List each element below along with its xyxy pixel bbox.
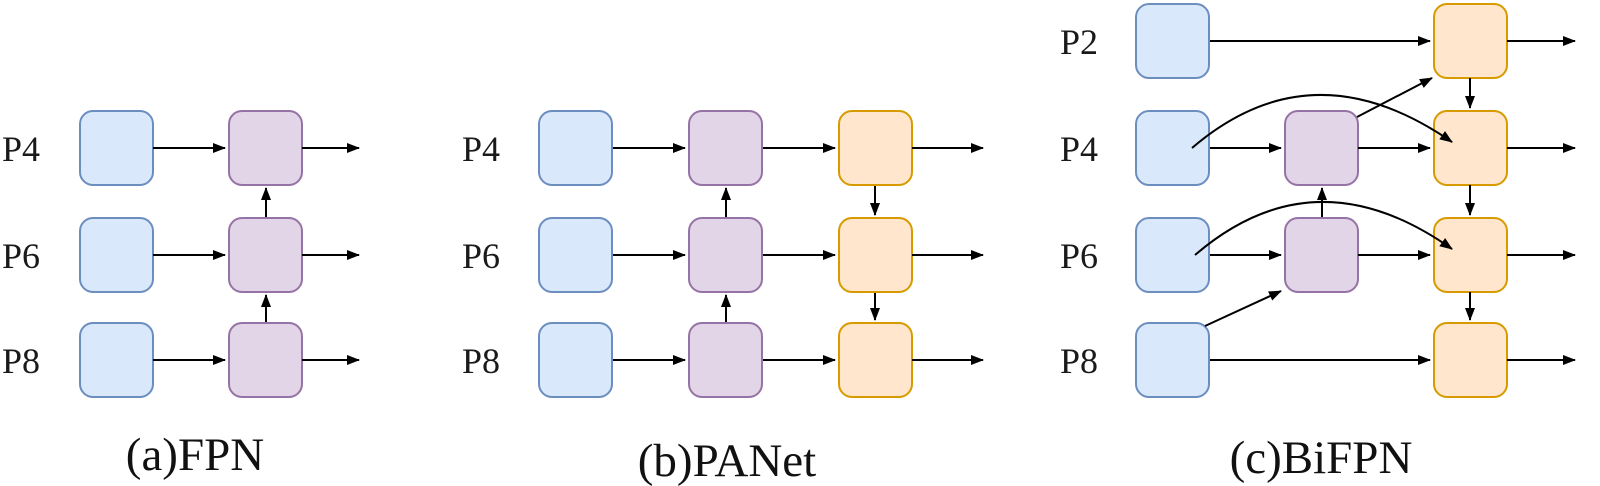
bifpn-p4-output-node [1433, 110, 1508, 186]
bifpn-p8-output-node [1433, 322, 1508, 398]
panet-row-label-p6: P6 [462, 236, 500, 276]
fpn-p8-input-node [79, 322, 154, 398]
fpn-p6-input-node [79, 217, 154, 293]
panet-p6-intermediate-node [688, 217, 763, 293]
panel-caption-fpn: (a)FPN [126, 429, 264, 481]
bifpn-p2-input-node [1135, 3, 1210, 79]
panet-row-label-p8: P8 [462, 341, 500, 381]
bifpn-p4-input-node [1135, 110, 1210, 186]
fpn-row-label-p8: P8 [2, 341, 40, 381]
panet-p8-output-node [838, 322, 913, 398]
panet-p4-output-node [838, 110, 913, 186]
bifpn-p4-skip-connection-arrow [1191, 94, 1453, 149]
panet-p6-output-node [838, 217, 913, 293]
fpn-p4-input-node [79, 110, 154, 186]
bifpn-row-label-p2: P2 [1060, 22, 1098, 62]
bifpn-p8-input-node [1135, 322, 1210, 398]
panet-p8-intermediate-node [688, 322, 763, 398]
bifpn-row-label-p6: P6 [1060, 236, 1098, 276]
panel-caption-bifpn: (c)BiFPN [1230, 432, 1413, 484]
bifpn-p6-output-node [1433, 217, 1508, 293]
bifpn-row-label-p8: P8 [1060, 341, 1098, 381]
bifpn-p2-output-node [1433, 3, 1508, 79]
panet-p4-input-node [538, 110, 613, 186]
panel-caption-panet: (b)PANet [638, 435, 816, 486]
bifpn-p6-input-node [1135, 217, 1210, 293]
bifpn-p8-input-to-p6-intermediate-diagonal-arrow [1204, 290, 1282, 327]
fpn-p4-intermediate-node [228, 110, 303, 186]
fpn-p8-intermediate-node [228, 322, 303, 398]
panet-p8-input-node [538, 322, 613, 398]
bifpn-p6-intermediate-node [1284, 217, 1359, 293]
panet-p6-input-node [538, 217, 613, 293]
panet-p4-intermediate-node [688, 110, 763, 186]
fpn-row-label-p6: P6 [2, 236, 40, 276]
bifpn-p4-intermediate-to-p2-output-diagonal-arrow [1356, 77, 1433, 118]
panet-row-label-p4: P4 [462, 129, 500, 169]
bifpn-row-label-p4: P4 [1060, 129, 1098, 169]
bifpn-p4-intermediate-node [1284, 110, 1359, 186]
bifpn-p6-skip-connection-arrow [1194, 201, 1453, 256]
fpn-row-label-p4: P4 [2, 129, 40, 169]
fpn-p6-intermediate-node [228, 217, 303, 293]
